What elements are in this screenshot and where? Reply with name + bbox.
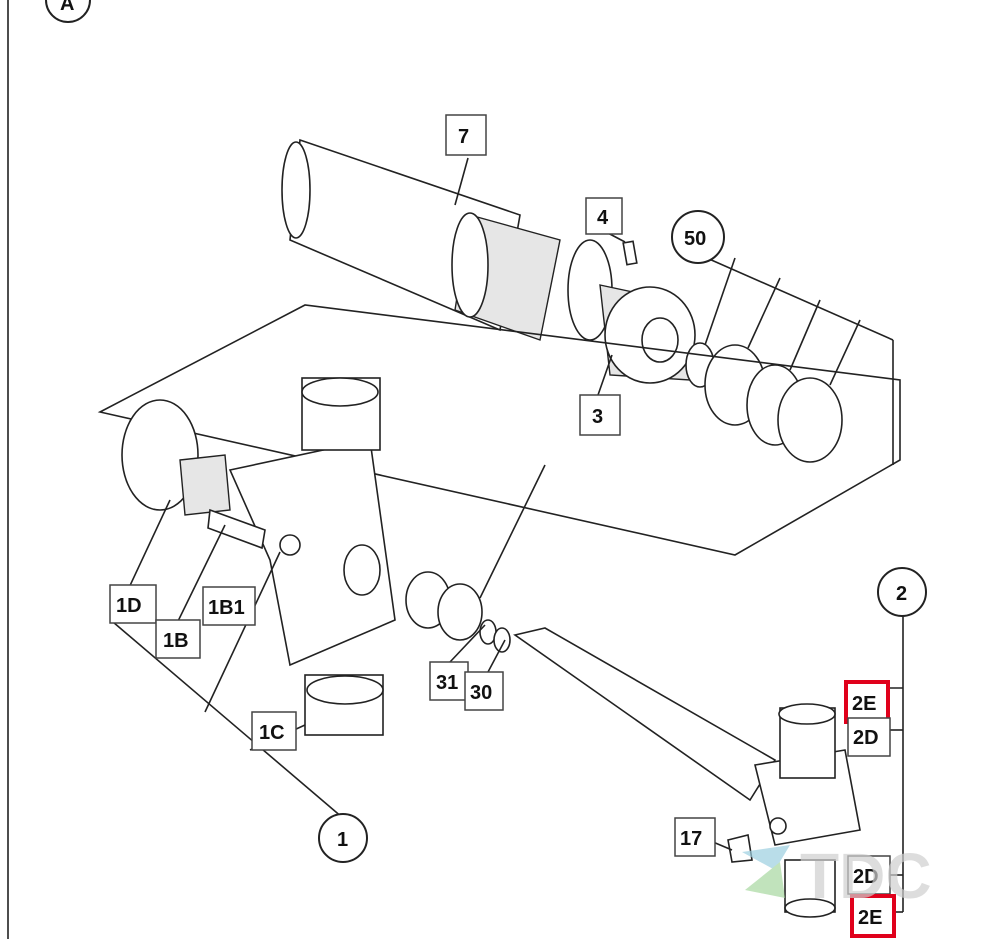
grease-fitting <box>727 834 753 863</box>
seal-kit-rings <box>685 342 843 463</box>
callout-1c[interactable]: 1C <box>251 711 297 751</box>
callout-2e-top[interactable]: 2E <box>844 680 890 724</box>
svg-text:1C: 1C <box>259 722 285 744</box>
callout-17[interactable]: 17 <box>674 817 716 857</box>
callout-31[interactable]: 31 <box>429 661 469 701</box>
callout-2d-top[interactable]: 2D <box>847 717 891 757</box>
svg-text:7: 7 <box>458 126 469 148</box>
svg-text:2E: 2E <box>858 907 882 929</box>
tdc-watermark: TDC <box>742 840 932 912</box>
cylinder-tube <box>281 138 613 341</box>
svg-text:2D: 2D <box>853 866 879 888</box>
callout-50[interactable]: 50 <box>671 210 725 264</box>
svg-text:2: 2 <box>896 583 907 605</box>
piston-rod <box>513 627 861 918</box>
svg-text:2D: 2D <box>853 727 879 749</box>
svg-text:3: 3 <box>592 406 603 428</box>
svg-text:2E: 2E <box>852 693 876 715</box>
svg-text:1D: 1D <box>116 595 142 617</box>
svg-text:4: 4 <box>597 207 609 229</box>
svg-text:31: 31 <box>436 672 458 694</box>
view-marker-label: A <box>60 0 74 15</box>
svg-text:1: 1 <box>337 829 348 851</box>
callout-3[interactable]: 3 <box>579 394 621 436</box>
callout-1d[interactable]: 1D <box>109 584 157 624</box>
svg-text:1B: 1B <box>163 630 189 652</box>
callout-7[interactable]: 7 <box>445 114 487 156</box>
svg-text:50: 50 <box>684 228 706 250</box>
callout-4[interactable]: 4 <box>585 197 623 235</box>
svg-text:1B1: 1B1 <box>208 597 245 619</box>
key-part <box>622 240 638 266</box>
o-rings <box>405 571 511 653</box>
callout-1[interactable]: 1 <box>318 813 368 863</box>
view-marker: A <box>45 0 91 23</box>
svg-text:17: 17 <box>680 828 702 850</box>
head-block <box>121 377 396 736</box>
callout-2e-bottom[interactable]: 2E <box>850 894 896 938</box>
group-outline <box>97 304 901 556</box>
svg-text:TDC: TDC <box>800 840 932 912</box>
callout-1b[interactable]: 1B <box>155 619 201 659</box>
piston <box>599 284 696 384</box>
callout-1b1[interactable]: 1B1 <box>202 586 256 626</box>
svg-text:30: 30 <box>470 682 492 704</box>
callout-30[interactable]: 30 <box>464 671 504 711</box>
callout-2[interactable]: 2 <box>877 567 927 617</box>
